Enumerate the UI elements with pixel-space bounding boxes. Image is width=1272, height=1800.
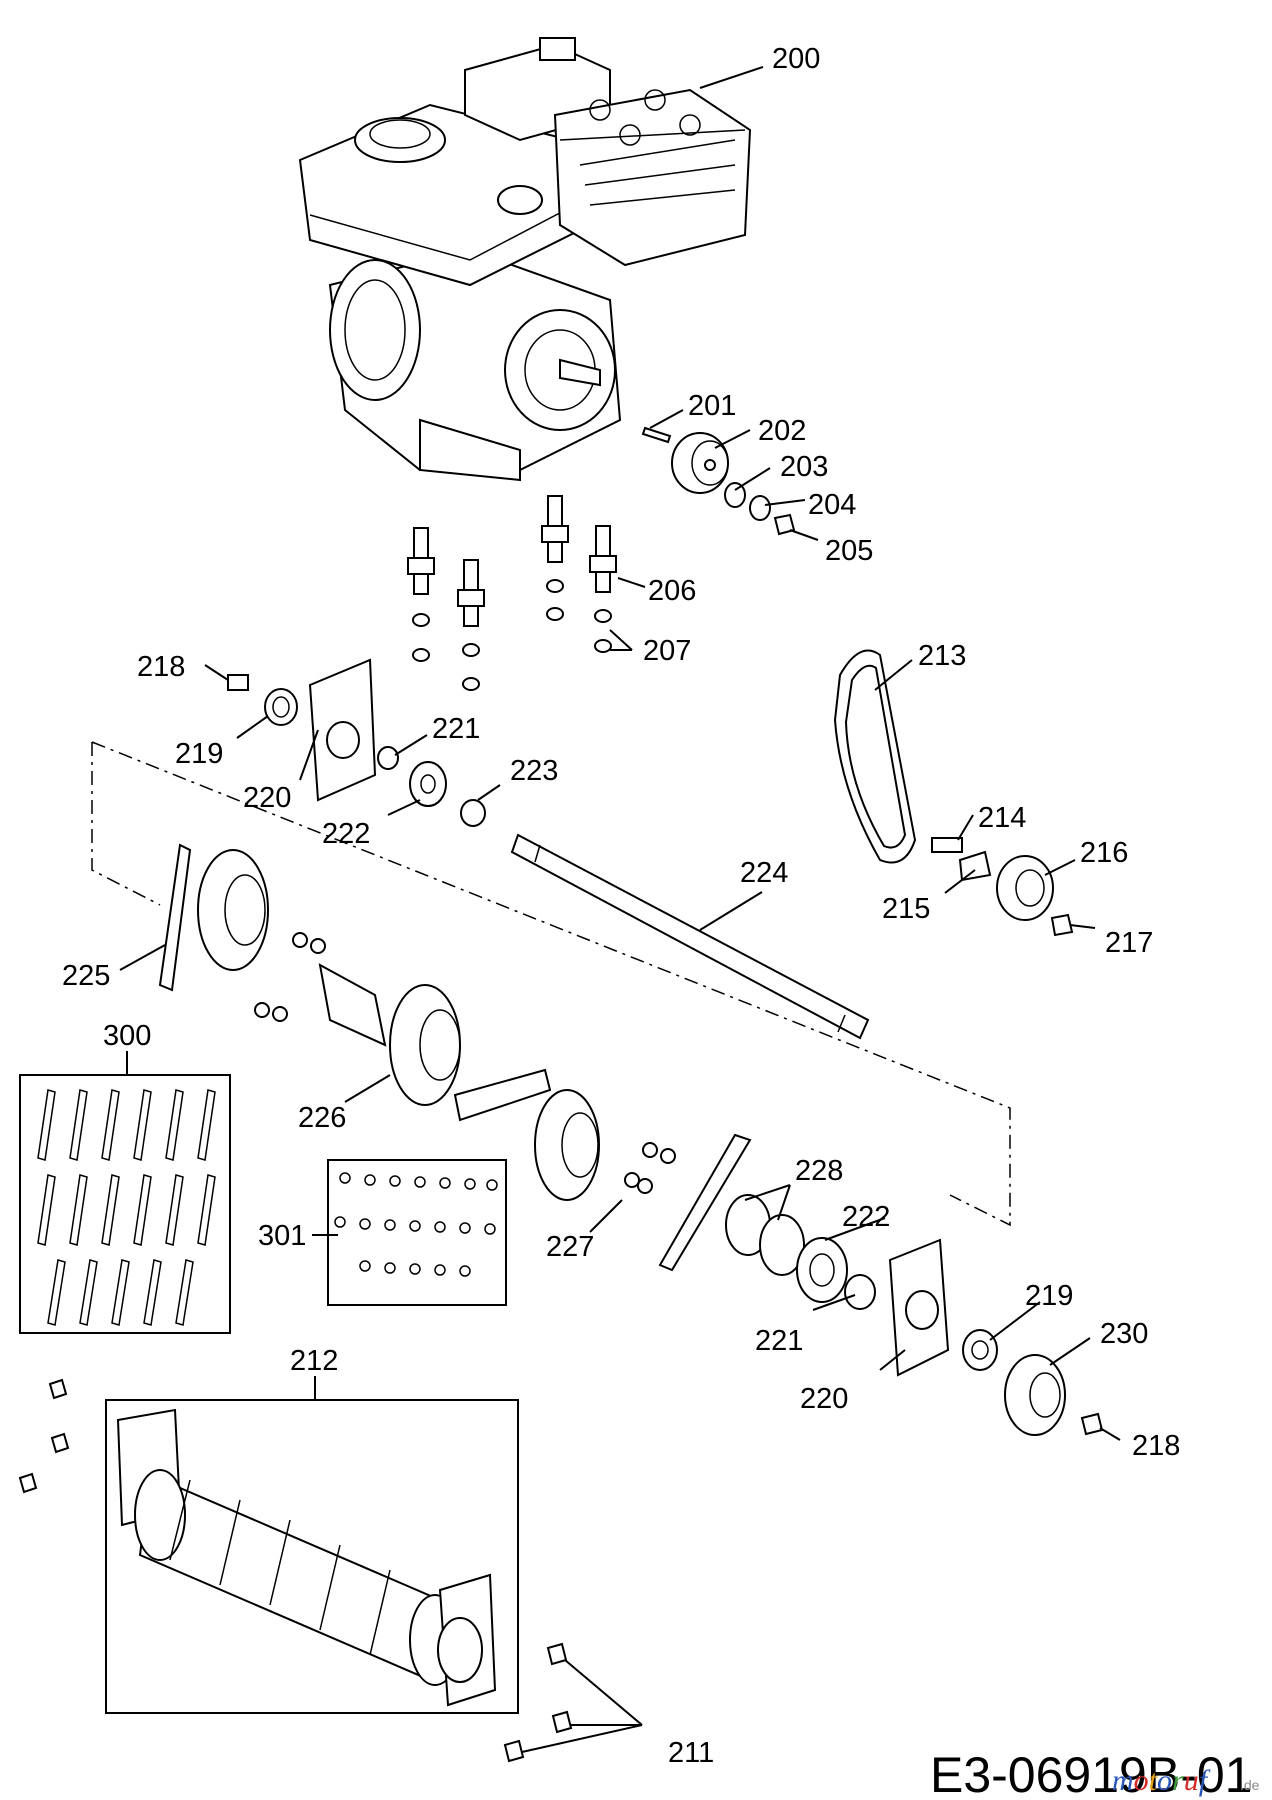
label-221-bottom: 221 xyxy=(755,1325,803,1357)
roller-assembly-212 xyxy=(105,1399,519,1714)
label-213: 213 xyxy=(918,640,966,672)
label-219-bottom: 219 xyxy=(1025,1280,1073,1312)
label-214: 214 xyxy=(978,802,1026,834)
svg-text:.de: .de xyxy=(1240,1777,1260,1793)
label-227: 227 xyxy=(546,1231,594,1263)
label-300: 300 xyxy=(103,1020,151,1052)
label-200: 200 xyxy=(772,43,820,75)
label-218-top: 218 xyxy=(137,651,185,683)
label-204: 204 xyxy=(808,489,856,521)
studs-and-nuts xyxy=(407,495,617,691)
right-bearing-assembly xyxy=(796,1237,1104,1436)
label-216: 216 xyxy=(1080,837,1128,869)
label-211: 211 xyxy=(668,1737,714,1769)
belt-pulley-assembly xyxy=(833,649,1074,937)
label-212: 212 xyxy=(290,1345,338,1377)
label-222-bottom: 222 xyxy=(842,1201,890,1233)
screws-211 xyxy=(503,1642,573,1763)
label-218-bottom: 218 xyxy=(1132,1430,1180,1462)
label-228: 228 xyxy=(795,1155,843,1187)
label-207: 207 xyxy=(643,635,691,667)
label-215: 215 xyxy=(882,893,930,925)
label-220-top: 220 xyxy=(243,782,291,814)
label-225: 225 xyxy=(62,960,110,992)
left-bearing-assembly xyxy=(227,658,486,827)
label-202: 202 xyxy=(758,415,806,447)
label-222-top: 222 xyxy=(322,818,370,850)
drawing-code: E3-06919B-01 xyxy=(930,1747,1252,1800)
blade-spacer-set xyxy=(158,843,805,1276)
label-217: 217 xyxy=(1105,927,1153,959)
engine-assembly xyxy=(298,37,752,482)
motoruf-watermark: motoruf .de xyxy=(1112,1764,1260,1797)
label-201: 201 xyxy=(688,390,736,422)
shaft-hardware xyxy=(641,426,796,536)
part-labels: 200 201 202 203 204 205 206 207 218 219 … xyxy=(62,43,1180,1769)
label-226: 226 xyxy=(298,1102,346,1134)
label-219-top: 219 xyxy=(175,738,223,770)
label-205: 205 xyxy=(825,535,873,567)
label-206: 206 xyxy=(648,575,696,607)
label-224: 224 xyxy=(740,857,788,889)
main-shaft xyxy=(510,833,870,1040)
blade-kit-300 xyxy=(19,1074,231,1334)
label-220-bottom: 220 xyxy=(800,1383,848,1415)
spring-kit-301 xyxy=(327,1159,507,1306)
label-223: 223 xyxy=(510,755,558,787)
label-221-top: 221 xyxy=(432,713,480,745)
leader-lines xyxy=(119,66,1121,1753)
label-230: 230 xyxy=(1100,1318,1148,1350)
label-301: 301 xyxy=(258,1220,306,1252)
label-203: 203 xyxy=(780,451,828,483)
svg-text:motoruf: motoruf xyxy=(1112,1764,1211,1797)
loose-screws xyxy=(18,1378,70,1494)
